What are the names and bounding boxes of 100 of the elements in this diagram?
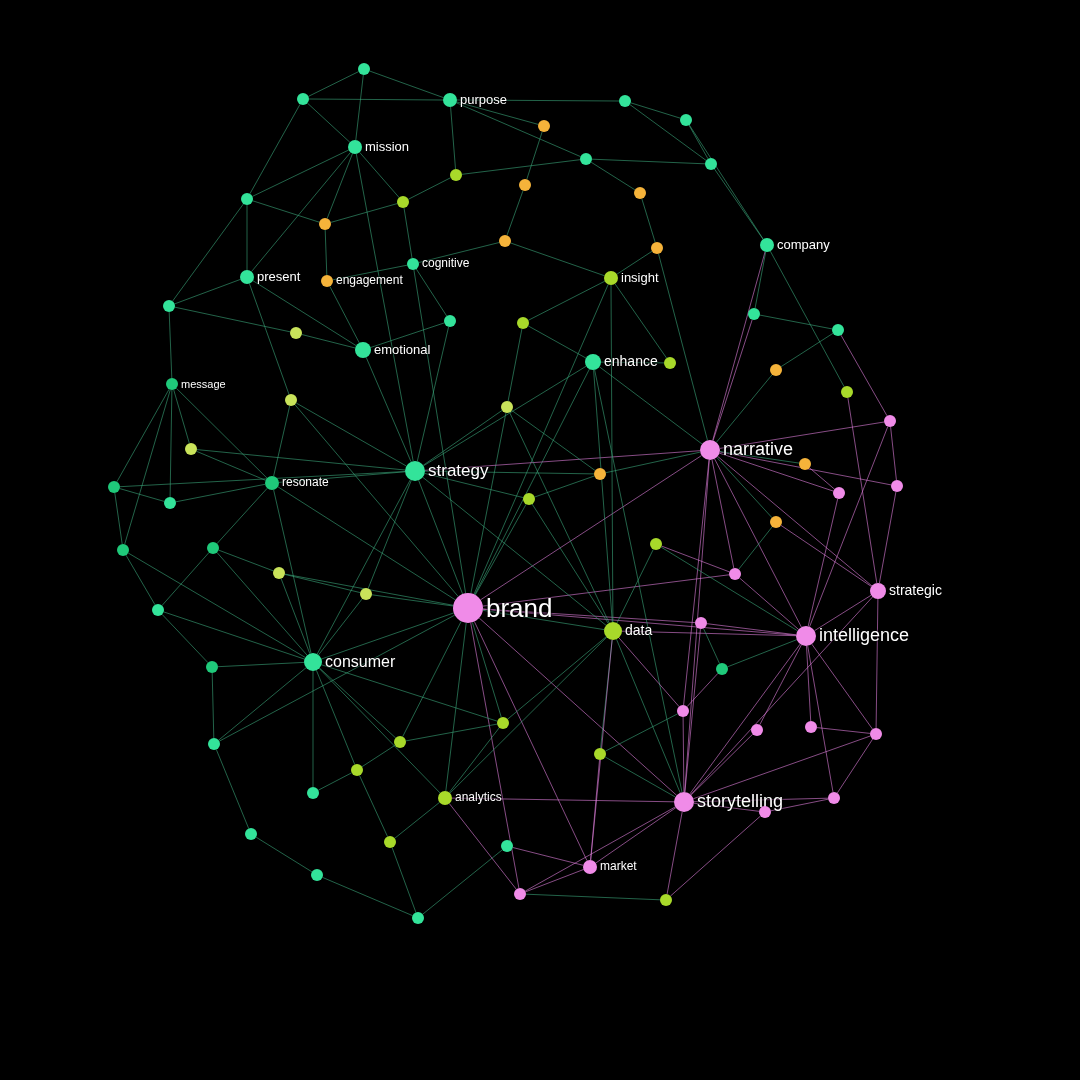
network-link — [416, 326, 450, 462]
network-link — [355, 74, 364, 141]
node-label: market — [600, 860, 637, 874]
network-link — [780, 524, 872, 587]
network-link — [473, 621, 588, 862]
network-link — [769, 250, 845, 388]
network-link — [424, 450, 701, 471]
network-link — [301, 334, 356, 349]
network-link — [163, 611, 305, 660]
network-link — [754, 251, 767, 309]
network-link — [252, 200, 320, 223]
network-link — [217, 661, 305, 668]
network-link — [294, 404, 459, 598]
network-link — [807, 498, 839, 627]
network-link — [196, 449, 406, 471]
network-link — [840, 334, 888, 417]
network-link — [355, 153, 414, 462]
network-link — [172, 203, 244, 302]
network-link — [739, 577, 799, 630]
network-link — [307, 71, 360, 97]
network-link — [660, 546, 798, 632]
network-link — [809, 467, 835, 490]
network-link — [367, 479, 412, 589]
network-link — [534, 475, 595, 498]
node-label: resonate — [282, 476, 329, 490]
network-link — [682, 716, 685, 793]
network-link — [470, 412, 507, 594]
node-label: insight — [621, 270, 659, 286]
network-link — [415, 268, 448, 317]
network-link — [610, 284, 614, 623]
network-link — [173, 389, 190, 444]
network-link — [482, 609, 605, 631]
network-link — [482, 608, 696, 624]
network-link — [711, 459, 735, 569]
network-link — [531, 503, 609, 624]
node-label: purpose — [460, 92, 507, 108]
network-link — [116, 388, 170, 483]
network-link — [719, 451, 800, 464]
network-link — [312, 670, 314, 788]
network-link — [114, 492, 123, 545]
network-link — [448, 803, 517, 890]
network-link — [689, 643, 801, 795]
network-link — [284, 573, 361, 594]
network-link — [365, 356, 412, 463]
network-link — [273, 405, 291, 477]
network-link — [847, 397, 878, 584]
network-link — [251, 149, 350, 197]
network-link — [423, 365, 587, 467]
network-link — [878, 491, 897, 584]
node-label: emotional — [374, 342, 431, 358]
network-link — [478, 617, 678, 796]
network-link — [445, 622, 467, 792]
network-link — [317, 772, 353, 791]
network-link — [712, 251, 766, 441]
network-link — [683, 459, 710, 706]
network-link — [329, 285, 360, 344]
network-link — [321, 612, 455, 660]
network-link — [175, 387, 268, 479]
network-link — [604, 756, 676, 798]
network-link — [255, 836, 313, 873]
node-label: present — [257, 269, 301, 285]
network-link — [690, 733, 754, 796]
network-link — [816, 727, 871, 734]
network-link — [509, 411, 610, 624]
network-link — [474, 368, 590, 596]
node-label: consumer — [325, 653, 396, 671]
network-link — [319, 667, 397, 739]
network-link — [507, 328, 523, 402]
network-link — [318, 598, 363, 656]
network-link — [249, 103, 301, 195]
network-link — [524, 806, 676, 892]
node-label: analytics — [455, 791, 502, 805]
network-link — [727, 639, 798, 668]
network-link — [811, 643, 873, 730]
network-link — [169, 389, 173, 498]
network-link — [218, 614, 456, 742]
network-link — [480, 455, 703, 601]
network-link — [525, 893, 661, 901]
network-link — [216, 487, 268, 545]
network-link — [706, 623, 797, 636]
network-link — [248, 283, 290, 395]
network-link — [658, 253, 708, 441]
network-link — [527, 280, 606, 321]
network-link — [690, 596, 874, 796]
network-link — [246, 204, 248, 271]
network-link — [703, 628, 720, 664]
network-link — [318, 668, 441, 794]
network-link — [161, 552, 210, 606]
network-link — [814, 594, 872, 632]
network-link — [127, 552, 306, 658]
network-link — [598, 366, 703, 445]
network-link — [593, 369, 613, 623]
network-link — [322, 876, 413, 917]
node-label: narrative — [723, 440, 794, 460]
network-link — [316, 479, 411, 655]
network-link — [361, 744, 396, 768]
node-label: engagement — [336, 274, 403, 288]
network-link — [511, 410, 596, 471]
network-link — [759, 314, 833, 330]
network-link — [450, 106, 456, 170]
